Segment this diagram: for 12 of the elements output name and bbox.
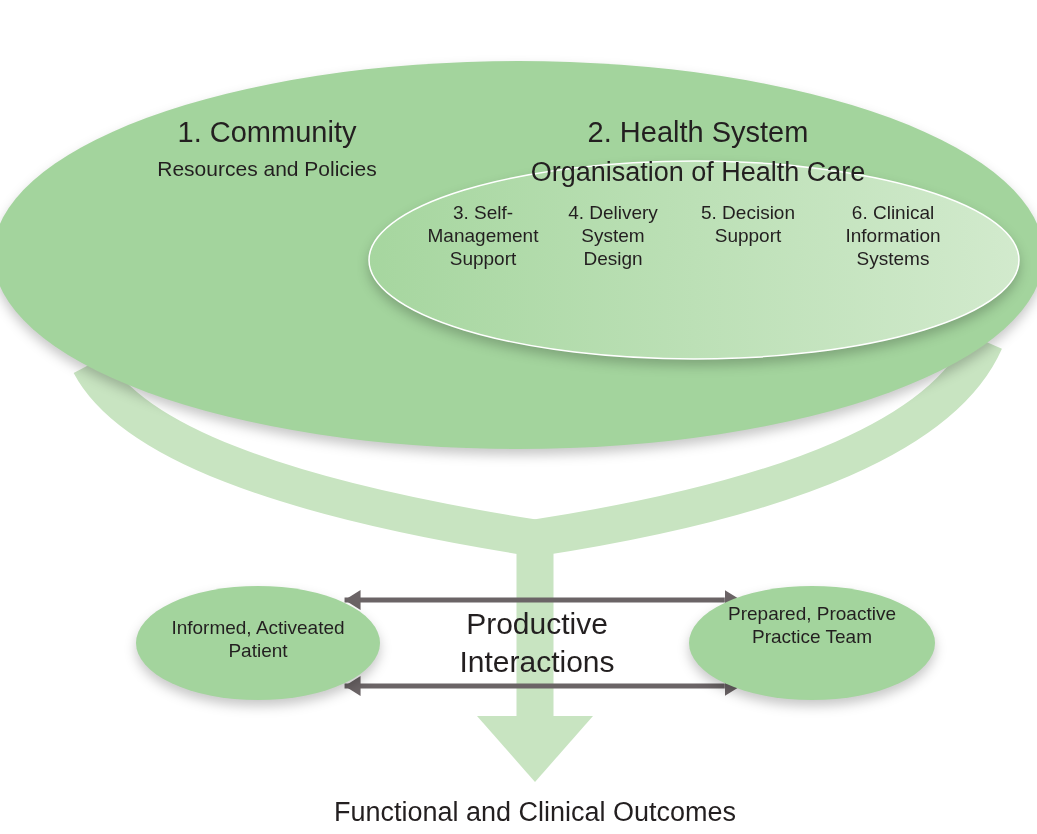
node-text: 3. Self-Management Support <box>426 202 540 271</box>
node-text: 5. Decision Support <box>700 202 796 248</box>
node-text: 4. Delivery System Design <box>567 202 659 271</box>
node-heading: 2. Health System <box>586 115 810 150</box>
center-label: Productive Interactions <box>458 606 616 680</box>
node-text: Prepared, Proactive Practice Team <box>727 603 897 649</box>
node-text: Resources and Policies <box>156 156 378 182</box>
node-text: Informed, Activeated Patient <box>170 617 346 663</box>
node-text: Functional and Clinical Outcomes <box>332 796 738 829</box>
node-heading: 1. Community <box>176 115 358 150</box>
node-text: 6. Clinical Information Systems <box>844 202 942 271</box>
node-text: Organisation of Health Care <box>529 156 867 189</box>
